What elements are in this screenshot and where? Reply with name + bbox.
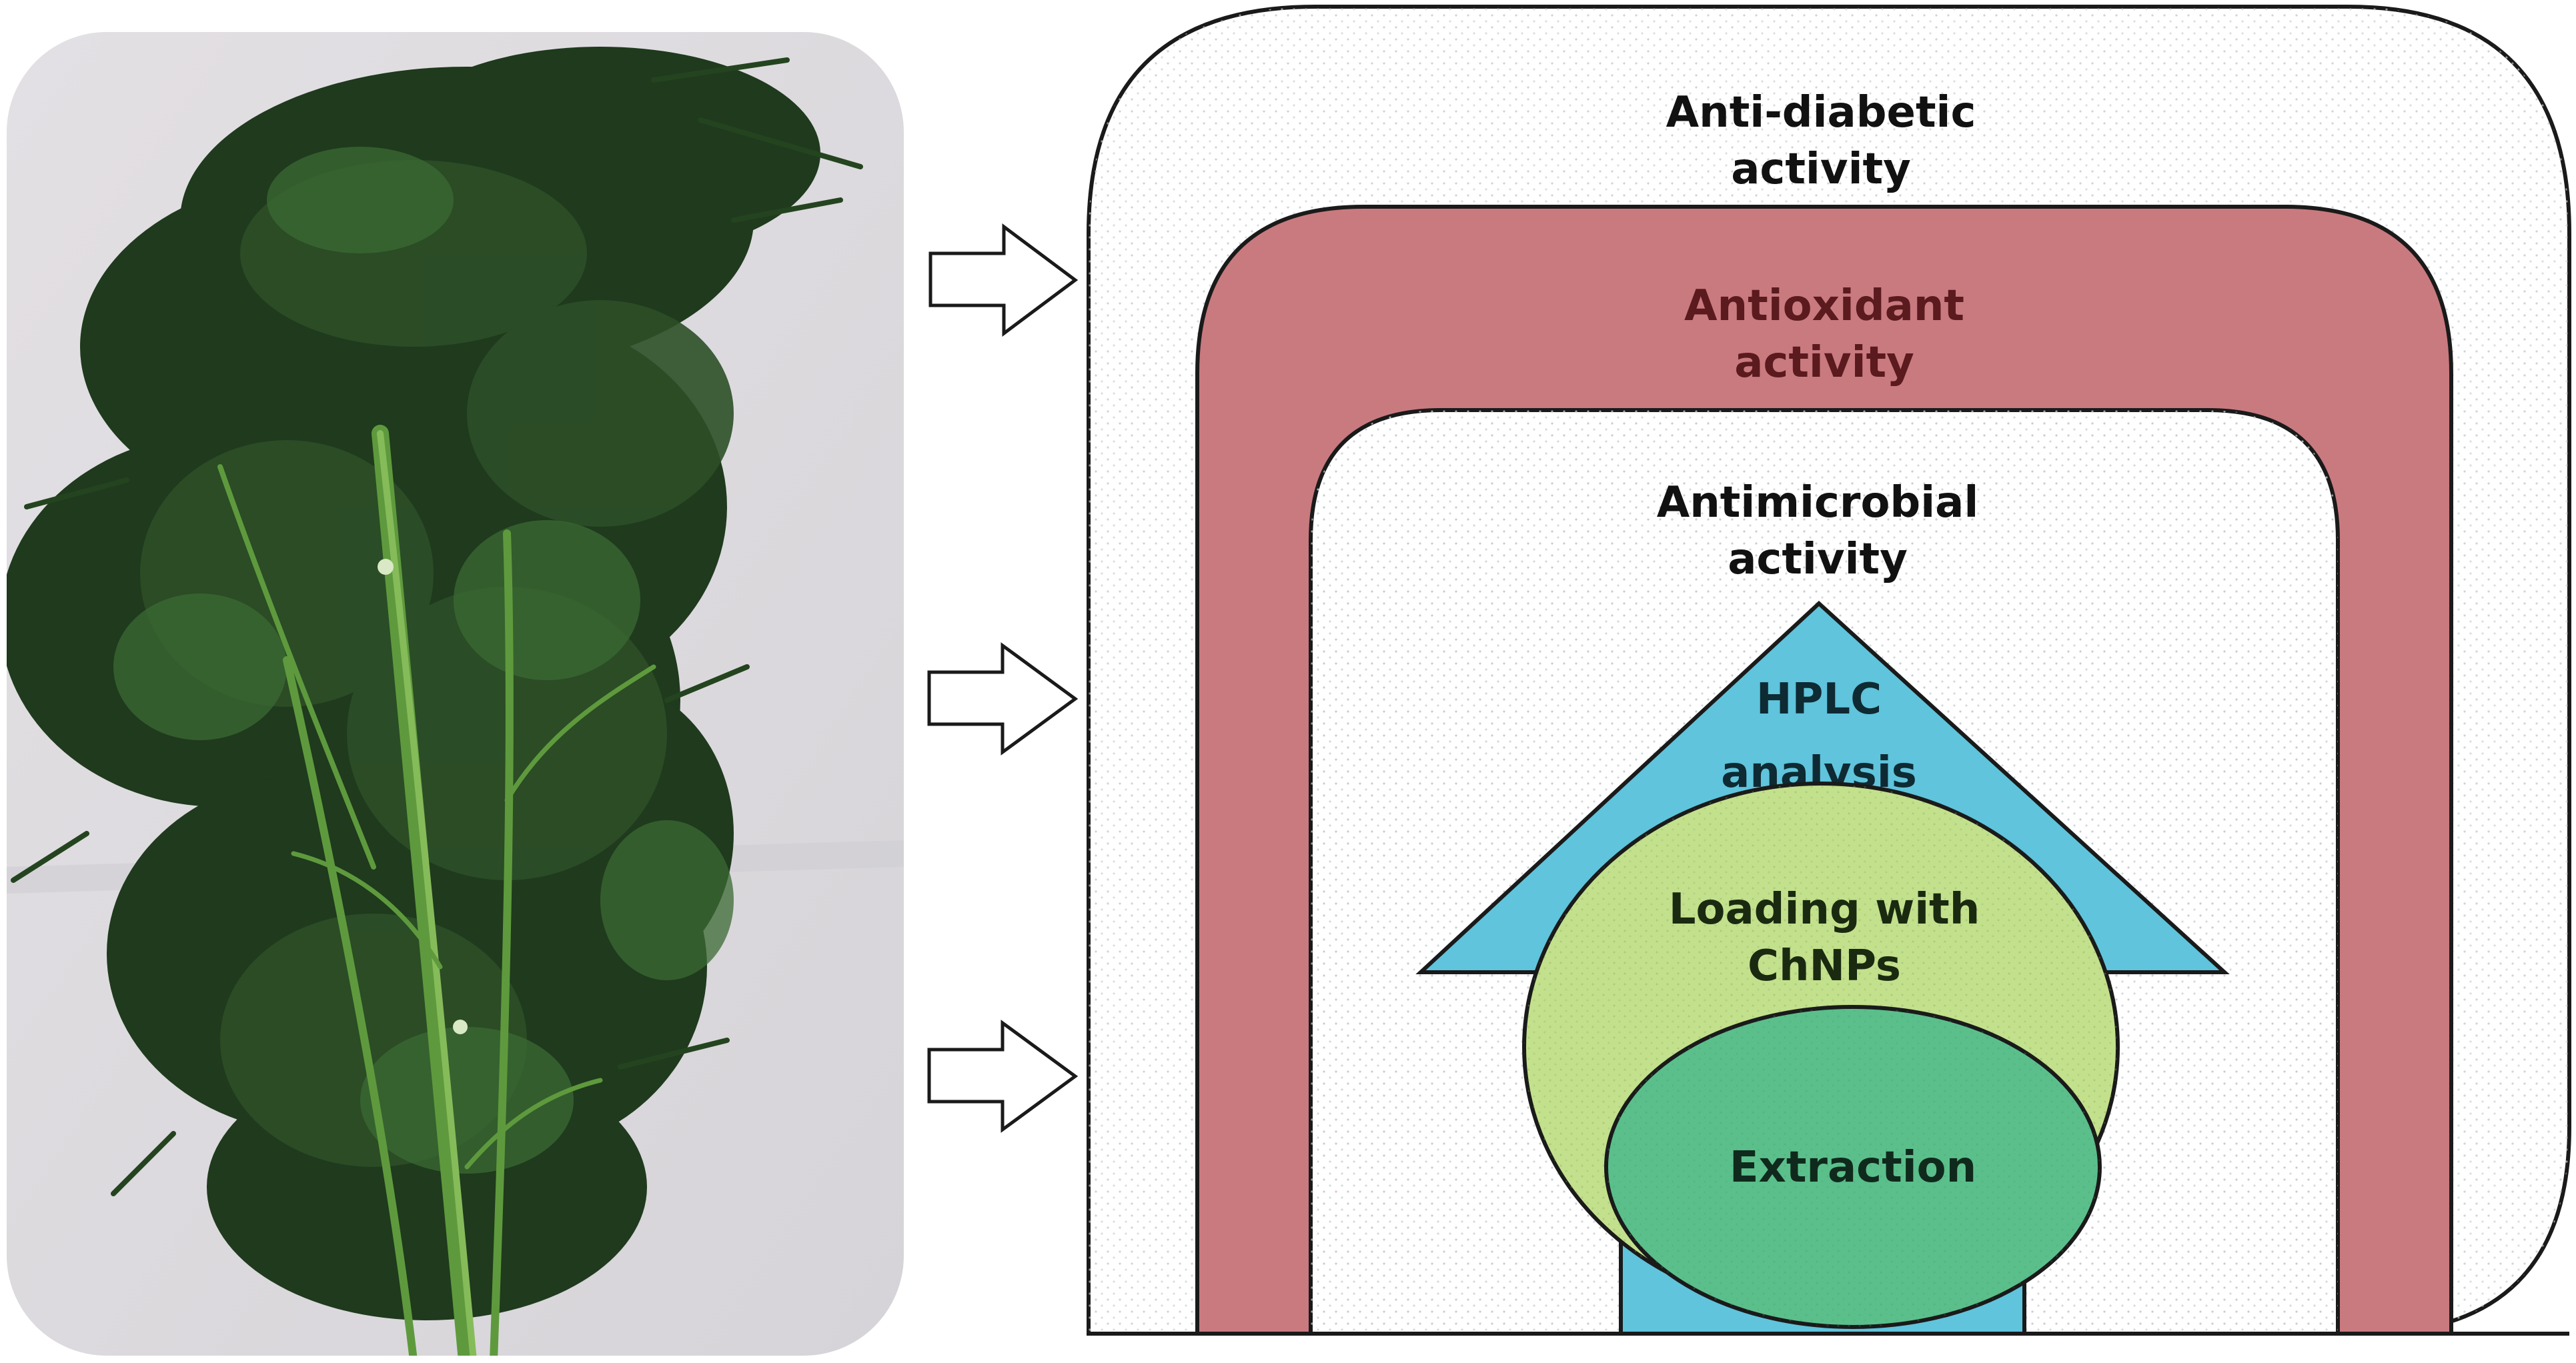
anti-diabetic-label-line1: Anti-diabetic (1666, 88, 1976, 137)
anti-diabetic-label-line2: activity (1731, 145, 1911, 194)
antioxidant-label-line2: activity (1734, 338, 1914, 387)
antimicrobial-label-line2: activity (1728, 535, 1908, 584)
extraction-label: Extraction (1730, 1143, 1976, 1192)
extraction-circle: Extraction (1604, 1005, 2102, 1329)
arrows (927, 223, 1079, 1133)
loading-label-line1: Loading with (1669, 885, 1980, 934)
dill-plant-photo (7, 32, 904, 1356)
hollow-right-arrow-icon (928, 223, 1079, 337)
loading-label-line2: ChNPs (1748, 942, 1901, 991)
antioxidant-label-line1: Antioxidant (1684, 281, 1964, 331)
hollow-right-arrow-icon (927, 642, 1079, 756)
hplc-label-line1: HPLC (1756, 675, 1882, 724)
hollow-right-arrow-icon (927, 1020, 1079, 1133)
antimicrobial-label-line1: Antimicrobial (1657, 478, 1979, 527)
